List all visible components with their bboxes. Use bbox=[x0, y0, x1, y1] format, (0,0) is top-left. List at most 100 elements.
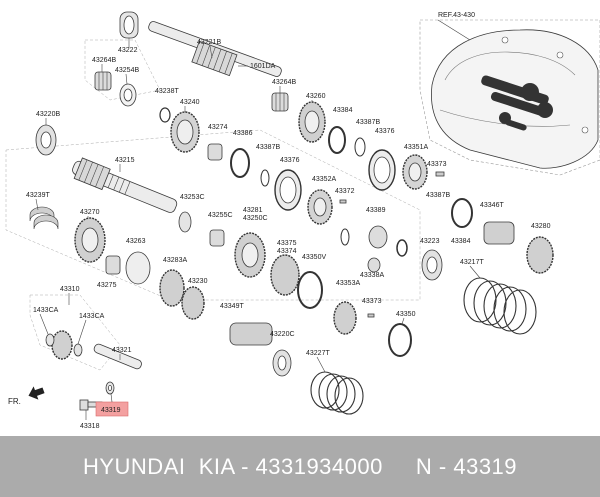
label-43375: 43375 bbox=[277, 240, 297, 247]
label-43350: 43350 bbox=[396, 311, 416, 318]
gear-43230 bbox=[181, 286, 205, 320]
label-43220b: 43220B bbox=[36, 111, 60, 118]
label-43387b-b: 43387B bbox=[256, 144, 280, 151]
bolt-43318 bbox=[79, 399, 103, 411]
ring-43350 bbox=[388, 323, 412, 357]
label-43280: 43280 bbox=[531, 223, 551, 230]
gear-43280 bbox=[526, 236, 554, 274]
needle-bearing-43264b bbox=[94, 71, 112, 91]
label-43220c: 43220C bbox=[270, 331, 295, 338]
ring-43350v bbox=[297, 271, 323, 309]
gear-43270 bbox=[74, 217, 106, 263]
label-43253c: 43253C bbox=[180, 194, 205, 201]
label-43227t: 43227T bbox=[306, 350, 330, 357]
label-43238t: 43238T bbox=[155, 88, 179, 95]
label-43255c: 43255C bbox=[208, 212, 233, 219]
leader-lines bbox=[35, 38, 481, 420]
label-43372: 43372 bbox=[335, 188, 355, 195]
label-43384-b: 43384 bbox=[451, 238, 471, 245]
label-43215: 43215 bbox=[115, 157, 135, 164]
synchro-43376-a bbox=[368, 149, 396, 191]
front-arrow-icon bbox=[28, 386, 45, 400]
label-43222: 43222 bbox=[118, 47, 138, 54]
front-label: FR. bbox=[8, 397, 21, 406]
label-43374: 43374 bbox=[277, 248, 297, 255]
label-43217t: 43217T bbox=[460, 259, 484, 266]
bearing-43222 bbox=[119, 11, 139, 39]
ring-43384 bbox=[328, 126, 346, 154]
label-43351a: 43351A bbox=[404, 144, 428, 151]
label-43376-b: 43376 bbox=[280, 157, 300, 164]
label-43264b-b: 43264B bbox=[272, 79, 296, 86]
snap-ring-43238t bbox=[159, 107, 171, 123]
label-43260: 43260 bbox=[306, 93, 326, 100]
label-43240: 43240 bbox=[180, 99, 200, 106]
gear-43389 bbox=[368, 225, 388, 249]
label-43310: 43310 bbox=[60, 286, 80, 293]
snap-ring-43387b-b bbox=[260, 169, 270, 187]
label-43373-a: 43373 bbox=[427, 161, 447, 168]
part-labels: 43222 43221B 43264B 43254B 1601DA 43264B… bbox=[26, 39, 551, 430]
needle-cage-43349t bbox=[229, 322, 273, 346]
main-shaft-43221b bbox=[148, 21, 282, 77]
needle-bearing-43274 bbox=[207, 143, 223, 161]
gear-43353a bbox=[333, 301, 357, 335]
reverse-idler-43310 bbox=[45, 330, 83, 360]
counter-shaft-43215 bbox=[72, 157, 178, 213]
gear-43352a bbox=[307, 189, 333, 225]
snap-ring-43387b bbox=[354, 137, 366, 157]
label-43350v: 43350V bbox=[302, 254, 326, 261]
label-43275: 43275 bbox=[97, 282, 117, 289]
label-43254b: 43254B bbox=[115, 67, 139, 74]
label-1433ca-a: 1433CA bbox=[33, 307, 59, 314]
label-43230: 43230 bbox=[188, 278, 208, 285]
needle-bearing-43275 bbox=[105, 255, 121, 275]
collar-43253c bbox=[178, 211, 192, 233]
transmission-case-illustration bbox=[419, 19, 600, 176]
label-43274: 43274 bbox=[208, 124, 228, 131]
gear-43338a bbox=[367, 257, 381, 273]
snap-ring-43387b-c bbox=[340, 228, 350, 246]
label-43239t: 43239T bbox=[26, 192, 50, 199]
pin-43373-a bbox=[435, 171, 445, 177]
gear-43283a bbox=[159, 269, 185, 307]
label-1601da: 1601DA bbox=[250, 63, 276, 70]
bearing-43220b bbox=[35, 124, 57, 156]
part-number-caption-bar: HYUNDAI KIA - 4331934000 N - 43319 bbox=[0, 436, 600, 497]
sleeve-43374 bbox=[270, 254, 300, 296]
ref-label: REF.43-430 bbox=[438, 12, 475, 19]
ring-43386 bbox=[230, 148, 250, 178]
needle-bearing-43255c bbox=[209, 229, 225, 247]
bearing-43220c bbox=[272, 349, 292, 377]
needle-bearing-43264b-b bbox=[271, 92, 289, 112]
pin-43373-b bbox=[367, 313, 375, 318]
label-43264b: 43264B bbox=[92, 57, 116, 64]
gear-43281 bbox=[234, 232, 266, 278]
ring-43384-b bbox=[396, 239, 408, 257]
ring-43254b bbox=[119, 83, 137, 107]
part-number-caption: HYUNDAI KIA - 4331934000 N - 43319 bbox=[82, 453, 518, 479]
clutch-pack-43217t bbox=[463, 277, 537, 335]
label-43250c: 43250C bbox=[243, 215, 268, 222]
label-43384: 43384 bbox=[333, 107, 353, 114]
label-43283a: 43283A bbox=[163, 257, 187, 264]
label-43221b: 43221B bbox=[197, 39, 221, 46]
label-43387b: 43387B bbox=[356, 119, 380, 126]
gear-43260 bbox=[298, 101, 326, 143]
washer-43319 bbox=[105, 381, 115, 395]
gear-43240 bbox=[170, 111, 200, 153]
label-43373-b: 43373 bbox=[362, 298, 382, 305]
label-43270: 43270 bbox=[80, 209, 100, 216]
label-1433ca-b: 1433CA bbox=[79, 313, 105, 320]
label-43319: 43319 bbox=[101, 407, 121, 414]
label-43389: 43389 bbox=[366, 207, 386, 214]
label-43353a: 43353A bbox=[336, 280, 360, 287]
label-43349t: 43349T bbox=[220, 303, 244, 310]
label-43352a: 43352A bbox=[312, 176, 336, 183]
synchro-43376-b bbox=[274, 169, 302, 211]
label-43386: 43386 bbox=[233, 130, 253, 137]
needle-cage-43239t bbox=[29, 206, 59, 230]
clutch-pack-43227t bbox=[310, 371, 364, 415]
spring-pack-43346t bbox=[483, 221, 515, 245]
